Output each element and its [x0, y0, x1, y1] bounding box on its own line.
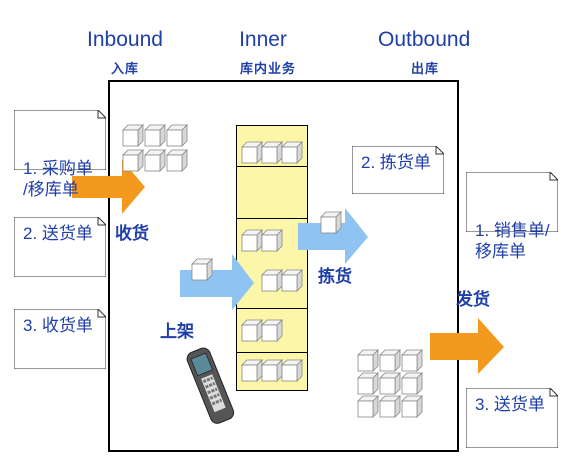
outbound-doc-sales: 1. 销售单/ 移库单	[466, 172, 558, 261]
storage-shelf	[236, 125, 308, 391]
pick-doc: 2. 拣货单	[352, 146, 444, 194]
putaway-arrow-icon	[180, 254, 254, 310]
inbound-doc-purchase-text: 1. 采购单 /移库单	[23, 159, 93, 199]
pick-box-icon	[320, 211, 342, 234]
outbound-box-stack-icon	[357, 349, 423, 418]
outbound-doc-delivery: 3. 送货单	[466, 388, 558, 448]
header-inner: Inner	[239, 28, 287, 51]
pick-doc-text: 2. 拣货单	[361, 153, 431, 172]
inbound-doc-purchase: 1. 采购单 /移库单	[14, 110, 106, 199]
ship-arrow-icon	[430, 318, 504, 374]
label-ship: 发货	[456, 290, 490, 309]
label-receive: 收货	[115, 224, 149, 243]
header-outbound-sub: 出库	[410, 61, 439, 76]
outbound-doc-delivery-text: 3. 送货单	[475, 395, 545, 414]
inbound-doc-delivery-text: 2. 送货单	[23, 224, 93, 243]
putaway-box-icon	[191, 258, 213, 281]
pick-arrow-icon	[298, 208, 368, 264]
outbound-doc-sales-text: 1. 销售单/ 移库单	[475, 221, 550, 261]
warehouse-frame	[108, 80, 459, 452]
inbound-doc-delivery: 2. 送货单	[14, 217, 106, 277]
inbound-doc-receipt: 3. 收货单	[14, 309, 106, 369]
header-inbound: Inbound	[87, 28, 163, 51]
header-outbound: Outbound	[378, 28, 471, 51]
header-inner-sub: 库内业务	[239, 61, 296, 76]
receive-arrow-icon	[72, 160, 145, 214]
shelf-box-icons	[241, 141, 303, 382]
header-inbound-sub: 入库	[110, 61, 139, 76]
label-putaway: 上架	[160, 322, 194, 341]
inbound-doc-receipt-text: 3. 收货单	[23, 316, 93, 335]
label-pick: 拣货	[318, 267, 352, 286]
handheld-scanner-icon	[186, 347, 235, 424]
inbound-box-stack-icon	[122, 124, 188, 172]
